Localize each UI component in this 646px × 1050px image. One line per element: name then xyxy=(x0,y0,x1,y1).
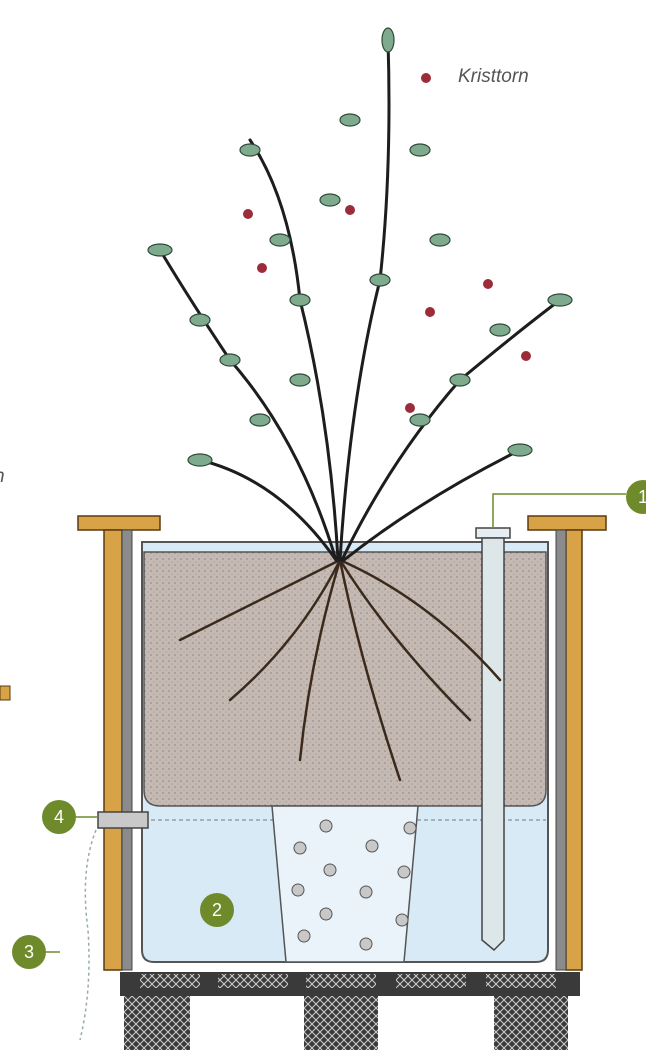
callout-badge-3: 3 xyxy=(12,935,46,969)
callout-badge-2: 2 xyxy=(200,893,234,927)
wicking-basket xyxy=(272,806,418,962)
pallet-base xyxy=(120,972,580,1050)
plant-name-label: Kristtorn xyxy=(458,66,529,88)
cropped-label-fragment: n xyxy=(0,466,5,488)
callout-badge-4: 4 xyxy=(42,800,76,834)
